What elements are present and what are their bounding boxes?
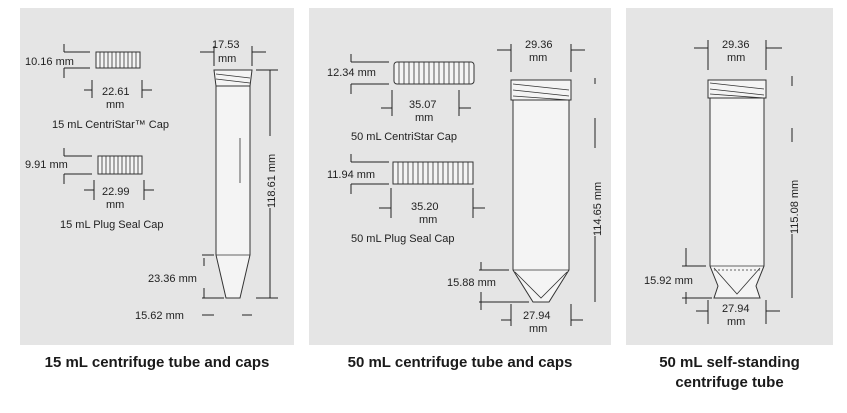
tube1-top-width-unit: mm (218, 53, 236, 65)
tube2-bottom-width-unit: mm (529, 323, 547, 335)
tube-15ml-drawing (213, 69, 253, 299)
panel-50ml-self-standing: 29.36 mm 115.08 mm 15.92 mm 27.94 mm (626, 8, 833, 345)
cap3-width-value: 35.07 (409, 99, 437, 111)
tube2-top-width-unit: mm (529, 52, 547, 64)
caption-50ml: 50 mL centrifuge tube and caps (347, 354, 573, 371)
tube2-length-label: 114.65 mm (592, 182, 604, 236)
cap4-height-label: 11.94 mm (327, 169, 375, 181)
tube3-top-width-unit: mm (727, 52, 745, 64)
plug-seal-cap-50ml-drawing (392, 161, 474, 185)
tube2-cone-height-label: 15.88 mm (447, 277, 496, 289)
tube3-bottom-width-unit: mm (727, 316, 745, 328)
tube3-bottom-width-value: 27.94 (722, 303, 750, 315)
cap3-width-unit: mm (415, 112, 433, 124)
diagram-50ml: 12.34 mm 35.07 mm 50 mL CentriStar Cap (327, 39, 604, 335)
tube3-length-label: 115.08 mm (789, 180, 801, 234)
diagram-15ml: 10.16 mm 22.61 mm 15 mL CentriStar™ Cap … (25, 39, 278, 322)
cap4-width-value: 35.20 (411, 201, 439, 213)
panel-15ml: 10.16 mm 22.61 mm 15 mL CentriStar™ Cap … (20, 8, 294, 345)
cap1-width-value: 22.61 (102, 86, 130, 98)
cap3-height-label: 12.34 mm (327, 67, 376, 79)
centristar-cap-50ml-drawing (393, 61, 475, 85)
tube1-length-label: 118.61 mm (266, 154, 278, 208)
tube3-cone-height-label: 15.92 mm (644, 275, 693, 287)
tube-50ml-drawing (510, 79, 572, 303)
plug-seal-cap-15ml-drawing (97, 155, 143, 175)
panel-50ml: 12.34 mm 35.07 mm 50 mL CentriStar Cap (309, 8, 611, 345)
caption-50ml-self-standing: 50 mL self-standing centrifuge tube (626, 353, 833, 393)
caption-line-1: 50 mL self-standing (659, 354, 800, 371)
caption-line-2: centrifuge tube (675, 374, 784, 391)
cap3-name-label: 50 mL CentriStar Cap (351, 131, 457, 143)
cap1-width-unit: mm (106, 99, 124, 111)
tube2-top-width-value: 29.36 (525, 39, 553, 51)
cap1-name-label: 15 mL CentriStar™ Cap (52, 119, 169, 131)
cap4-width-unit: mm (419, 214, 437, 226)
cap4-name-label: 50 mL Plug Seal Cap (351, 233, 455, 245)
tube2-bottom-width-value: 27.94 (523, 310, 551, 322)
cap2-height-label: 9.91 mm (25, 159, 68, 171)
cap2-width-value: 22.99 (102, 186, 130, 198)
tube1-cone-height-label: 23.36 mm (148, 273, 197, 285)
centristar-cap-15ml-drawing (95, 51, 141, 69)
cap1-height-label: 10.16 mm (25, 56, 74, 68)
tube3-top-width-value: 29.36 (722, 39, 750, 51)
cap2-name-label: 15 mL Plug Seal Cap (60, 219, 164, 231)
cap2-width-unit: mm (106, 199, 124, 211)
tube1-top-width-value: 17.53 (212, 39, 240, 51)
tube1-bottom-width-label: 15.62 mm (135, 310, 184, 322)
diagram-50ml-self-standing: 29.36 mm 115.08 mm 15.92 mm 27.94 mm (644, 39, 801, 328)
tube-self-standing-drawing (707, 79, 767, 299)
caption-15ml: 15 mL centrifuge tube and caps (44, 354, 270, 371)
